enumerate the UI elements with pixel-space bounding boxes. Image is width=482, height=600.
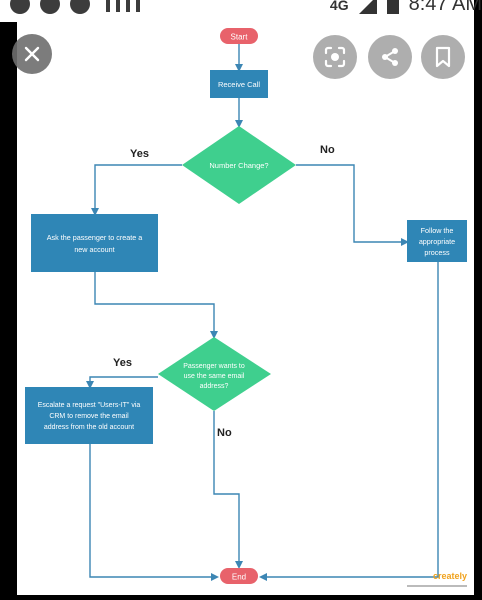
escalate-line1: Escalate a request "Users-IT" via bbox=[38, 402, 141, 409]
receive-call-label: Receive Call bbox=[218, 80, 260, 89]
connector-no-end bbox=[213, 411, 243, 569]
escalate-line2: CRM to remove the email bbox=[49, 413, 129, 420]
connector-escalate-end bbox=[89, 444, 219, 581]
location-icon bbox=[70, 0, 90, 14]
no-label-2: No bbox=[217, 427, 232, 439]
flowchart-diagram: Start Receive Call Number Change? Yes No… bbox=[25, 28, 467, 587]
yes-label-2: Yes bbox=[113, 357, 132, 369]
ask-passenger-line2: new account bbox=[74, 245, 114, 254]
flowchart-image[interactable]: Start Receive Call Number Change? Yes No… bbox=[17, 22, 474, 595]
cell-signal-icon bbox=[358, 0, 377, 14]
follow-line3: process bbox=[424, 248, 450, 257]
creately-watermark: creately bbox=[433, 571, 467, 581]
start-node: Start bbox=[220, 28, 258, 44]
share-button[interactable] bbox=[368, 35, 412, 79]
notification-icons bbox=[10, 0, 140, 14]
follow-process-node: Follow the appropriate process bbox=[407, 220, 467, 262]
follow-line1: Follow the bbox=[421, 226, 454, 235]
connector-yes-ask bbox=[91, 164, 182, 216]
connector-no-follow bbox=[296, 164, 409, 246]
ask-passenger-node: Ask the passenger to create a new accoun… bbox=[31, 214, 158, 272]
receive-call-node: Receive Call bbox=[210, 70, 268, 98]
battery-icon bbox=[386, 0, 399, 14]
close-button[interactable] bbox=[12, 34, 52, 74]
end-label: End bbox=[232, 573, 246, 582]
escalate-line3: address from the old account bbox=[44, 424, 134, 431]
same-email-decision: Passenger wants to use the same email ad… bbox=[158, 337, 271, 411]
lens-icon bbox=[324, 46, 346, 68]
follow-line2: appropriate bbox=[419, 237, 455, 246]
decision2-line2: use the same email bbox=[184, 373, 245, 380]
yes-label-1: Yes bbox=[130, 148, 149, 160]
end-node: End bbox=[220, 568, 258, 584]
escalate-node: Escalate a request "Users-IT" via CRM to… bbox=[25, 387, 153, 444]
bookmark-icon bbox=[435, 46, 451, 68]
decision1-label: Number Change? bbox=[209, 161, 268, 170]
status-right: 4G 8:47 AM bbox=[329, 0, 482, 16]
decision2-line3: address? bbox=[200, 383, 229, 390]
close-icon bbox=[24, 46, 40, 62]
lens-button[interactable] bbox=[313, 35, 357, 79]
share-icon bbox=[382, 48, 398, 66]
ask-passenger-line1: Ask the passenger to create a bbox=[47, 233, 143, 242]
gallery-icon bbox=[40, 0, 60, 14]
start-label: Start bbox=[231, 33, 249, 42]
connector-follow-end bbox=[259, 262, 439, 581]
no-label-1: No bbox=[320, 144, 335, 156]
status-bar: 4G 8:47 AM bbox=[0, 0, 482, 22]
save-button[interactable] bbox=[421, 35, 465, 79]
connector-ask-decision2 bbox=[94, 272, 218, 339]
number-change-decision: Number Change? bbox=[182, 126, 296, 204]
message-icon bbox=[10, 0, 30, 14]
image-viewer: Start Receive Call Number Change? Yes No… bbox=[0, 22, 474, 595]
network-label: 4G bbox=[329, 0, 349, 13]
signal-bars-icon bbox=[106, 0, 140, 12]
connector-yes-escalate bbox=[86, 376, 158, 389]
decision2-line1: Passenger wants to bbox=[183, 363, 245, 370]
clock: 8:47 AM bbox=[408, 0, 482, 15]
